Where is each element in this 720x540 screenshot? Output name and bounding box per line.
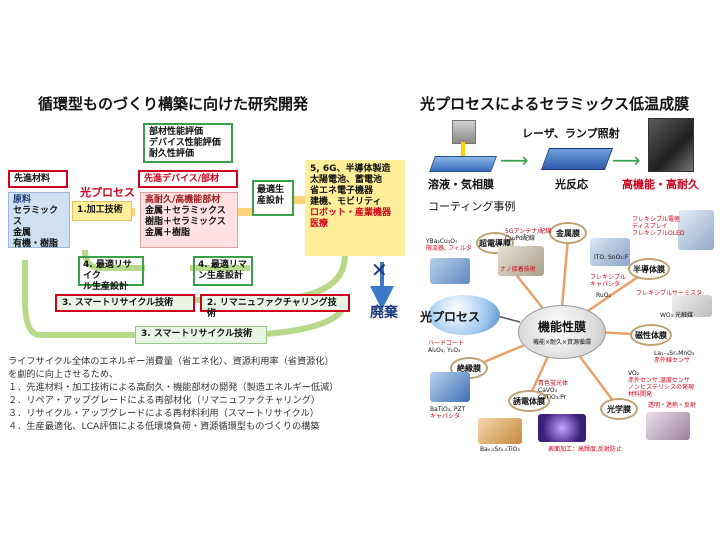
node-dielectric: 誘電体膜 xyxy=(508,390,550,412)
example-ito: ITO, SnO₂:F xyxy=(594,254,629,261)
example-nano: ナノ接着技術 xyxy=(500,266,536,273)
applications-box: 5, 6G、半導体製造 太陽電池、蓄電池 省エネ電子機器 建機、モビリティ ロボ… xyxy=(305,160,405,256)
arrow-right-icon: ⟶ xyxy=(612,148,641,172)
step4-recycle-box: 4. 最適リサイク ル生産設計 xyxy=(78,256,144,292)
eval-item: デバイス性能評価 xyxy=(149,138,221,148)
sample-photo xyxy=(678,210,714,250)
laser-lamp-label: レーザ、ランプ照射 xyxy=(522,127,620,140)
sample-photo xyxy=(590,238,630,266)
arrow-right-icon: ⟶ xyxy=(500,148,529,172)
raw-material-box: 原料 セラミックス 金属 有機・樹脂 xyxy=(8,192,70,249)
laser-beam xyxy=(461,142,465,158)
summary-line: ２．リペア・アップグレードによる再部材化（リマニュファクチャリング） xyxy=(8,395,321,406)
example-batio: BaTiO₃, PZT キャパシタ xyxy=(430,406,466,420)
summary-line: ライフサイクル全体のエネルギー消費量（省エネ化）、資源利用率（省資源化） xyxy=(8,356,334,367)
node-metal: 金属膜 xyxy=(549,222,587,244)
right-title: 光プロセスによるセラミックス低温成膜 xyxy=(420,95,690,113)
photo-process-node: 光プロセス xyxy=(420,310,481,324)
x-mark-icon: ✕ xyxy=(371,258,388,282)
example-bst: Ba₀.₅Sr₀.₅TiO₃ xyxy=(480,446,520,453)
example-hardcoat: ハードコート Al₂O₃, Y₂O₃ xyxy=(428,340,465,354)
coating-title: コーティング事例 xyxy=(428,200,516,213)
node-magnetic: 磁性体膜 xyxy=(630,324,672,346)
step4-reman-box: 4. 最適リマ ン生産設計 xyxy=(193,256,253,286)
functional-film-hub: 機能性膜 機能×耐久×資源循環 xyxy=(518,305,606,359)
example-vo2: VO₂ 赤外センサ,温度センサ ノンヒステリシスの発現 材料開発 xyxy=(628,370,695,398)
hub-sublabel: 機能×耐久×資源循環 xyxy=(532,339,592,346)
node-semiconductor: 半導体膜 xyxy=(628,258,670,280)
eval-item: 耐久性評価 xyxy=(149,149,195,159)
hub-label: 機能性膜 xyxy=(537,320,586,334)
left-title: 循環型ものづくり構築に向けた研究開発 xyxy=(38,95,309,113)
photo-process-sphere xyxy=(428,295,500,335)
advanced-device-header: 先進デバイス/部材 xyxy=(138,170,238,188)
example-flex-cap: フレキシブル キャパシタ xyxy=(590,274,627,288)
optimal-design-box: 最適生 産設計 xyxy=(252,180,294,216)
example-wo3: WO₃ 光触媒 xyxy=(660,312,693,319)
example-optical: 透明・遮熱・反射 xyxy=(648,402,697,409)
sample-photo xyxy=(430,258,470,284)
summary-line: １．先進材料・加工技術による高耐久・機能部材の開発（製造エネルギー低減） xyxy=(8,382,339,393)
example-superconductor: YBa₂Cu₃O₇ 限流器, フィルタ xyxy=(426,238,472,252)
disposal-label: 廃棄 xyxy=(370,305,398,321)
example-ruo: RuO₂ xyxy=(596,292,611,299)
eval-item: 部材性能評価 xyxy=(149,127,204,137)
summary-line: を劇的に向上させるため、 xyxy=(8,369,119,380)
step3-recycle-box: 3. スマートリサイクル技術 xyxy=(55,294,195,312)
sample-photo xyxy=(646,412,690,440)
photo-process-label: 光プロセス xyxy=(80,186,135,199)
device-photo xyxy=(648,118,694,172)
sample-photo xyxy=(478,418,522,444)
summary-line: ３．リサイクル・アップグレードによる再材料利用（スマートリサイクル） xyxy=(8,408,319,419)
step3-recycle-box-lower: 3. スマートリサイクル技術 xyxy=(135,326,267,344)
advanced-material-header: 先進材料 xyxy=(8,170,68,188)
step1-processing: 1.加工技術 xyxy=(72,201,132,221)
evaluation-box: 部材性能評価 デバイス性能評価 耐久性評価 xyxy=(143,123,233,163)
sample-photo xyxy=(672,295,712,317)
step2-reman-box: 2. リマニュファクチャリング技術 xyxy=(200,294,350,319)
step-label-result: 高機能・高耐久 xyxy=(622,178,699,191)
summary-text: ライフサイクル全体のエネルギー消費量（省エネ化）、資源利用率（省資源化） を劇的… xyxy=(8,355,408,433)
node-optical: 光学膜 xyxy=(600,398,638,420)
sample-photo xyxy=(498,246,544,276)
example-lsmo: La₁₋ₓSrₓMnO₃ 赤外線センサ xyxy=(654,350,695,364)
example-thermistor: フレキシブルサーミスタ xyxy=(636,290,703,297)
step-label-solution: 溶液・気相膜 xyxy=(428,178,494,191)
nozzle-illustration xyxy=(452,120,476,144)
example-antenna: 5Gアンテナ/配線 Cu₂Pd配線 xyxy=(505,228,552,242)
example-phosphor: 青色蛍光体 CaVO₄ CaTiO₃:Pr xyxy=(538,380,569,401)
device-items-box: 高耐久/高機能部材 金属＋セラミックス 樹脂＋セラミックス 金属＋樹脂 xyxy=(140,192,238,248)
summary-line: ４．生産最適化、LCA評価による低環境負荷・資源循環型ものづくりの構築 xyxy=(8,421,320,432)
sample-photo xyxy=(538,414,586,442)
sample-photo xyxy=(430,372,470,402)
example-flexible: フレキシブル電極 ディスプレイ フレキシブルOLED xyxy=(632,216,685,237)
example-optical2: 表面加工：高輝度,反射防止 xyxy=(548,446,622,453)
step-label-reaction: 光反応 xyxy=(555,178,588,191)
